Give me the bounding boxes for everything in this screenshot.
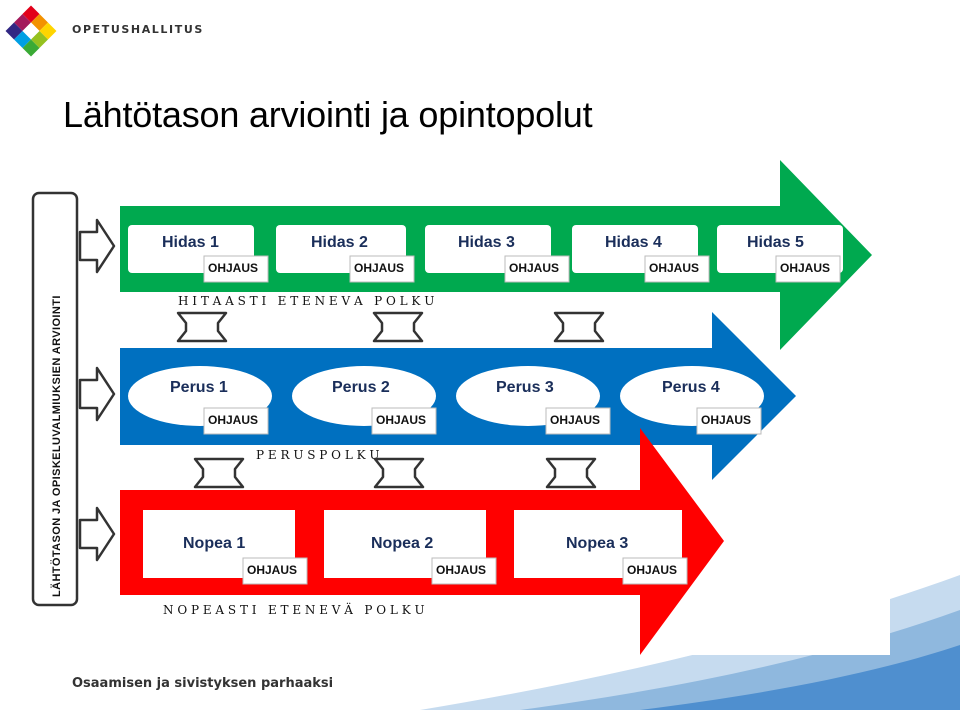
basic-lane-label: P E R U S P O L K U (256, 448, 380, 462)
slow-lane: Hidas 1 Hidas 2 Hidas 3 Hidas 4 Hidas 5 … (120, 160, 872, 350)
fast-box-1-title: Nopea 1 (183, 535, 245, 552)
entry-arrows (78, 218, 116, 562)
ohjaus-label: OHJAUS (550, 413, 600, 427)
basic-ohjaus-tags: OHJAUS OHJAUS OHJAUS OHJAUS (203, 407, 762, 435)
ohjaus-label: OHJAUS (649, 261, 699, 275)
page-title: Lähtötason arviointi ja opintopolut (63, 94, 593, 135)
ohjaus-label: OHJAUS (247, 563, 297, 577)
opetushallitus-logo (5, 5, 57, 57)
footer-slogan: Osaamisen ja sivistyksen parhaaksi (72, 676, 334, 691)
fast-lane: Nopea 1 Nopea 2 Nopea 3 OHJAUS OHJAUS OH… (120, 428, 724, 655)
slow-box-1-title: Hidas 1 (162, 234, 219, 251)
basic-box-2-title: Perus 2 (332, 379, 390, 396)
ohjaus-label: OHJAUS (780, 261, 830, 275)
ohjaus-label: OHJAUS (701, 413, 751, 427)
brand-name: OPETUSHALLITUS (72, 23, 204, 36)
basic-box-4-title: Perus 4 (662, 379, 720, 396)
slow-box-4-title: Hidas 4 (605, 234, 662, 251)
slow-box-2-title: Hidas 2 (311, 234, 368, 251)
entry-arrow-basic (78, 366, 116, 422)
transfer-arrows-lower (193, 457, 597, 489)
assessment-box: LÄHTÖTASON JA OPISKELUVALMIUKSIEN ARVIOI… (31, 191, 79, 607)
ohjaus-label: OHJAUS (627, 563, 677, 577)
fast-ohjaus-tags: OHJAUS OHJAUS OHJAUS (242, 557, 688, 585)
basic-lane: Perus 1 Perus 2 Perus 3 Perus 4 OHJAUS O… (120, 312, 796, 480)
ohjaus-label: OHJAUS (208, 413, 258, 427)
ohjaus-label: OHJAUS (509, 261, 559, 275)
ohjaus-label: OHJAUS (208, 261, 258, 275)
basic-box-3-title: Perus 3 (496, 379, 554, 396)
ohjaus-label: OHJAUS (376, 413, 426, 427)
basic-box-1-title: Perus 1 (170, 379, 228, 396)
slow-lane-label: H I T A A S T I E T E N E V A P O L K U (178, 294, 434, 308)
fast-box-3-title: Nopea 3 (566, 535, 628, 552)
entry-arrow-slow (78, 218, 116, 274)
slow-box-3-title: Hidas 3 (458, 234, 515, 251)
slow-ohjaus-tags: OHJAUS OHJAUS OHJAUS OHJAUS OHJAUS (203, 255, 841, 283)
assessment-label: LÄHTÖTASON JA OPISKELUVALMIUKSIEN ARVIOI… (50, 295, 63, 597)
fast-box-2-title: Nopea 2 (371, 535, 433, 552)
ohjaus-label: OHJAUS (436, 563, 486, 577)
slow-box-5-title: Hidas 5 (747, 234, 804, 251)
ohjaus-label: OHJAUS (354, 261, 404, 275)
entry-arrow-fast (78, 506, 116, 562)
transfer-arrows-upper (176, 311, 605, 343)
fast-lane-label: N O P E A S T I E T E N E V Ä P O L K U (163, 601, 425, 617)
